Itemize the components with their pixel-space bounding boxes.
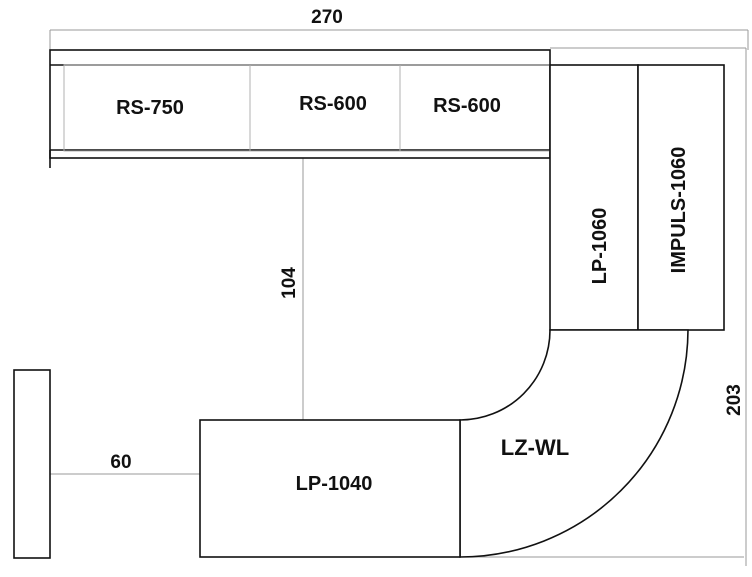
inner-depth-label: 104 [279, 267, 300, 299]
unit-label-lp-1060: LP-1060 [589, 208, 611, 285]
right-inner-unit [549, 64, 639, 331]
unit-label-rs-750: RS-750 [116, 97, 184, 119]
left-wall-element [13, 369, 51, 559]
bottom-straight-unit [199, 419, 461, 558]
top-counter [49, 49, 551, 168]
left-gap-label: 60 [110, 452, 131, 473]
unit-label-impuls-1060: IMPULS-1060 [668, 147, 690, 274]
corner-unit-shape [459, 329, 689, 558]
top-width-label: 270 [311, 7, 343, 28]
unit-label-lp-1040: LP-1040 [296, 473, 373, 495]
right-counter [549, 47, 746, 331]
top-counter-outline [49, 49, 551, 159]
unit-label-rs-600-b: RS-600 [433, 95, 501, 117]
right-height-label: 203 [724, 384, 745, 416]
unit-label-rs-600-a: RS-600 [299, 93, 367, 115]
dimension-lines [49, 29, 749, 566]
unit-label-lz-wl: LZ-WL [501, 435, 569, 460]
